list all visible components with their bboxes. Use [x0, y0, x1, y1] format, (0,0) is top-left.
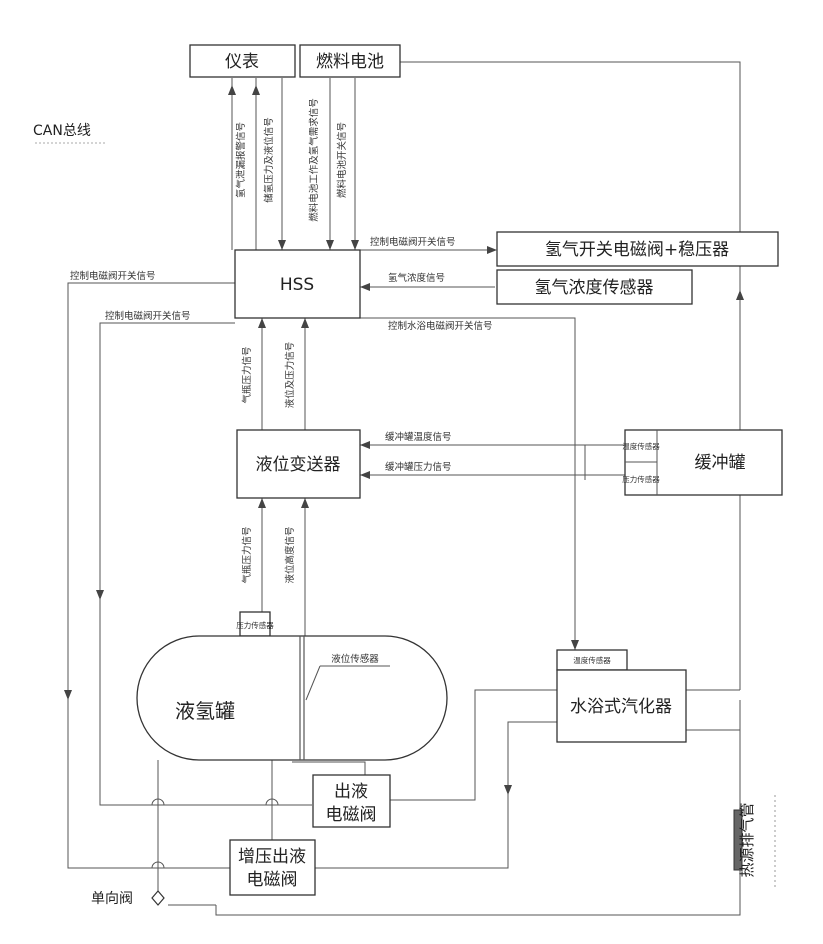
boost-solenoid-valve-box: 增压出液 电磁阀 [230, 840, 315, 895]
vaporizer-label: 水浴式汽化器 [570, 697, 672, 717]
heater-pipe-label: 热源排气管 [738, 802, 756, 877]
h2-concentration-sensor-box: 氢气浓度传感器 [497, 270, 692, 304]
h2-concentration-sensor-label: 氢气浓度传感器 [535, 278, 654, 298]
signal-level-down: 液位高度信号 [284, 526, 296, 583]
vaporizer-temp-sensor-label: 温度传感器 [573, 655, 611, 665]
h2-valve-regulator-box: 氢气开关电磁阀+稳压器 [497, 232, 778, 266]
boost-valve-line2: 电磁阀 [247, 870, 298, 890]
level-sensor-label: 液位传感器 [331, 653, 379, 665]
signal-labels: CAN总线 氢气泄漏报警信号 储氢压力及液位信号 燃料电池工作及氢气需求信号 燃… [33, 98, 493, 583]
meter-box: 仪表 [190, 45, 295, 77]
signal-control-left-1: 控制电磁阀开关信号 [70, 270, 156, 282]
outlet-valve-line1: 出液 [334, 782, 368, 802]
level-transmitter-box: 液位变送器 [237, 430, 360, 498]
signal-buffer-temp: 缓冲罐温度信号 [385, 431, 452, 443]
water-bath-vaporizer-box: 温度传感器 水浴式汽化器 [557, 650, 686, 742]
buffer-tank-box: 温度传感器 压力传感器 缓冲罐 [622, 430, 782, 495]
buffer-temp-sensor-label: 温度传感器 [622, 441, 660, 451]
signal-control-vaporizer: 控制水浴电磁阀开关信号 [388, 320, 493, 332]
level-transmitter-label: 液位变送器 [256, 455, 341, 475]
tank-pressure-sensor-label: 压力传感器 [236, 620, 274, 630]
signal-gas-pressure-up: 气瓶压力信号 [241, 346, 253, 403]
lh2-tank-label: 液氢罐 [175, 699, 235, 723]
fuel-cell-label: 燃料电池 [316, 52, 384, 72]
liquid-hydrogen-tank: 压力传感器 液位传感器 液氢罐 [137, 612, 447, 760]
hss-label: HSS [280, 275, 314, 295]
signal-control-left-2: 控制电磁阀开关信号 [105, 310, 191, 322]
signal-buffer-pressure: 缓冲罐压力信号 [385, 461, 452, 473]
signal-meter-1: 氢气泄漏报警信号 [235, 122, 247, 198]
h2-valve-regulator-label: 氢气开关电磁阀+稳压器 [545, 240, 729, 260]
signal-control-valve-top: 控制电磁阀开关信号 [370, 236, 456, 248]
hss-controller-box: HSS [235, 250, 360, 318]
check-valve-label: 单向阀 [91, 891, 133, 907]
buffer-pressure-sensor-label: 压力传感器 [622, 474, 660, 484]
signal-meter-2: 储氢压力及液位信号 [263, 117, 275, 203]
signal-h2-concentration: 氢气浓度信号 [388, 272, 445, 284]
boost-valve-line1: 增压出液 [238, 847, 306, 867]
fuel-cell-box: 燃料电池 [300, 45, 400, 77]
signal-level-up: 液位及压力信号 [284, 342, 296, 409]
signal-fuelcell-1: 燃料电池工作及氢气需求信号 [308, 98, 320, 222]
check-valve: 单向阀 [91, 891, 164, 907]
signal-fuelcell-2: 燃料电池开关信号 [336, 122, 348, 198]
buffer-tank-label: 缓冲罐 [695, 453, 746, 473]
can-bus-label: CAN总线 [33, 123, 91, 139]
outlet-solenoid-valve-box: 出液 电磁阀 [313, 775, 390, 827]
meter-label: 仪表 [225, 52, 259, 72]
heater-exhaust-pipe: 热源排气管 [734, 795, 775, 890]
outlet-valve-line2: 电磁阀 [326, 805, 377, 825]
signal-gas-pressure-down: 气瓶压力信号 [241, 526, 253, 583]
